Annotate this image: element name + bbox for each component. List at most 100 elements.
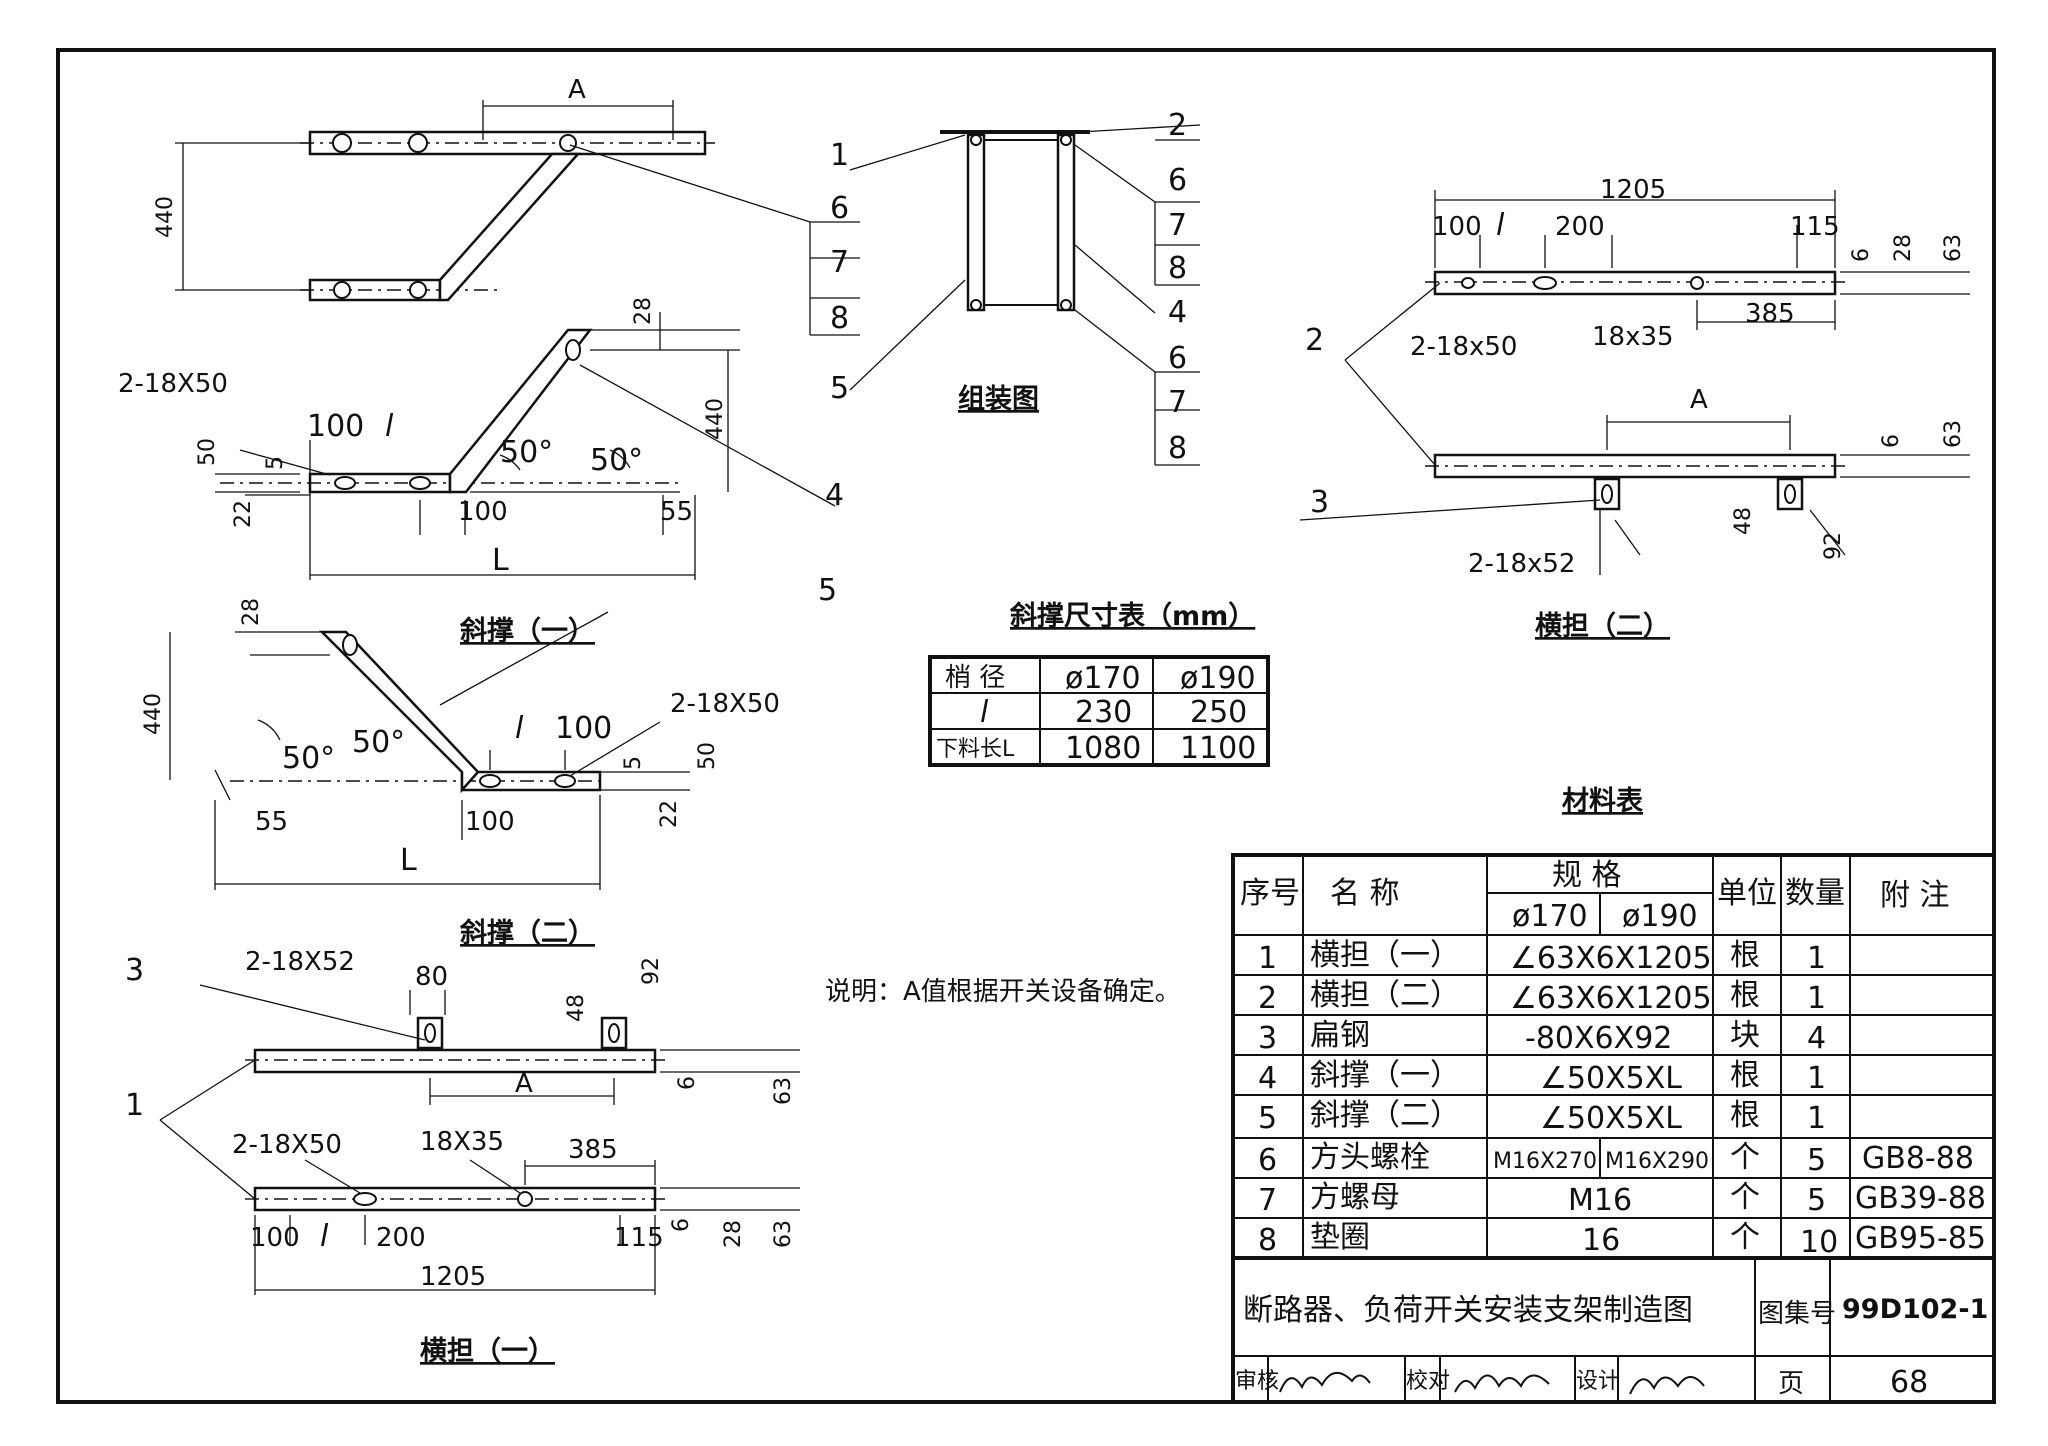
brace1-dim-l: l bbox=[385, 409, 394, 444]
brace-table bbox=[928, 655, 1270, 767]
table-row: 7 方螺母 M16 个 5 GB39-88 bbox=[1258, 1180, 1986, 1218]
crossarm2-dim-385: 385 bbox=[1745, 299, 1795, 329]
material-table-grid bbox=[1231, 853, 1996, 1260]
mt-row-spec: 16 bbox=[1582, 1223, 1620, 1258]
title-block bbox=[1231, 1256, 1996, 1404]
callout-8-b: 8 bbox=[1168, 251, 1187, 286]
mt-h-name: 名 称 bbox=[1330, 876, 1400, 911]
brace-table-head-0: 梢 径 bbox=[945, 663, 1005, 693]
crossarm1-dim-6b: 6 bbox=[669, 1218, 694, 1232]
crossarm2-dim-6: 6 bbox=[1849, 248, 1874, 262]
callout-7-a: 7 bbox=[830, 245, 849, 280]
mt-row-name: 方螺母 bbox=[1310, 1180, 1400, 1215]
crossarm2-dim-63: 63 bbox=[1941, 234, 1966, 262]
mt-h-qty: 数量 bbox=[1785, 876, 1845, 911]
crossarm2-dim-100: 100 bbox=[1432, 212, 1482, 242]
atlas-label: 图集号 bbox=[1758, 1299, 1836, 1329]
review-label: 审核 bbox=[1235, 1369, 1279, 1394]
brace2-dim-440: 440 bbox=[141, 693, 166, 735]
mt-row-remark: GB39-88 bbox=[1855, 1181, 1986, 1216]
table-row: 6 方头螺栓 M16X270 M16X290 个 5 GB8-88 bbox=[1258, 1140, 1974, 1178]
brace1-dim-100b: 100 bbox=[458, 497, 508, 527]
mt-row-unit: 个 bbox=[1730, 1180, 1760, 1215]
crossarm1-dim-80: 80 bbox=[415, 962, 448, 992]
mt-row-qty: 5 bbox=[1807, 1183, 1826, 1218]
callout-7-c: 7 bbox=[1168, 385, 1187, 420]
callout-6-a: 6 bbox=[830, 191, 849, 226]
brace1-dim-28: 28 bbox=[631, 297, 656, 325]
atlas-no: 99D102-1 bbox=[1842, 1294, 1988, 1325]
brace2-title: 斜撑（二） bbox=[459, 918, 595, 949]
callout-6-b: 6 bbox=[1168, 163, 1187, 198]
crossarm1-dim-A: A bbox=[515, 1069, 533, 1099]
callout-2-a: 2 bbox=[1168, 108, 1187, 143]
crossarm1-hole52: 2-18X52 bbox=[245, 947, 355, 977]
brace2-detail bbox=[169, 611, 690, 890]
mt-h-spec: 规 格 bbox=[1552, 858, 1622, 893]
crossarm2-dim-A: A bbox=[1690, 385, 1708, 415]
crossarm2-dim-l: l bbox=[1496, 208, 1505, 243]
crossarm1-dim-63: 63 bbox=[771, 1077, 796, 1105]
brace1-title: 斜撑（一） bbox=[459, 616, 595, 647]
crossarm1-dim-115: 115 bbox=[614, 1223, 664, 1253]
crossarm1-dim-28: 28 bbox=[721, 1220, 746, 1248]
mt-row-unit: 根 bbox=[1730, 1058, 1760, 1093]
brace1-ang-b: 50° bbox=[590, 443, 643, 478]
mt-row-name: 斜撑（一） bbox=[1310, 1058, 1460, 1093]
brace2-hole-label: 2-18X50 bbox=[670, 689, 780, 719]
material-table-title: 材料表 bbox=[1562, 786, 1643, 817]
table-row: 5 斜撑（二） ∠50X5XL 根 1 bbox=[1258, 1098, 1826, 1136]
crossarm1-detail bbox=[159, 984, 800, 1295]
callout-5-b: 5 bbox=[830, 371, 849, 406]
mt-row-spec: -80X6X92 bbox=[1525, 1021, 1672, 1056]
page-no: 68 bbox=[1890, 1365, 1928, 1400]
mt-row-name: 垫圈 bbox=[1310, 1220, 1370, 1255]
brace2-dim-100b: 100 bbox=[465, 807, 515, 837]
brace-table-r0-c0: l bbox=[980, 695, 989, 730]
brace-table-head-1: ø170 bbox=[1065, 661, 1141, 696]
mt-row-unit: 块 bbox=[1730, 1018, 1760, 1053]
crossarm1-dim-200: 200 bbox=[376, 1223, 426, 1253]
crossarm2-hole35: 18x35 bbox=[1592, 322, 1674, 352]
crossarm2-dim-6b: 6 bbox=[1879, 434, 1904, 448]
mt-row-unit: 根 bbox=[1730, 1098, 1760, 1133]
mt-row-spec: M16 bbox=[1568, 1183, 1632, 1218]
mt-row-name: 扁钢 bbox=[1310, 1018, 1370, 1053]
callout-8-c: 8 bbox=[1168, 431, 1187, 466]
mt-h-unit: 单位 bbox=[1717, 876, 1777, 911]
callout-1-a: 1 bbox=[125, 1088, 144, 1123]
crossarm1-dim-63b: 63 bbox=[771, 1220, 796, 1248]
mt-row-unit: 个 bbox=[1730, 1220, 1760, 1255]
mt-row-spec: ∠50X5XL bbox=[1540, 1061, 1682, 1096]
check-label: 校对 bbox=[1406, 1369, 1450, 1394]
callout-4-b: 4 bbox=[1168, 295, 1187, 330]
mt-row-name: 方头螺栓 bbox=[1310, 1140, 1430, 1175]
callout-3-b: 3 bbox=[1310, 485, 1329, 520]
mt-row-qty: 10 bbox=[1800, 1225, 1838, 1260]
crossarm2-title: 横担（二） bbox=[1535, 611, 1670, 642]
crossarm2-hole52: 2-18x52 bbox=[1468, 549, 1575, 579]
mt-row-unit: 个 bbox=[1730, 1140, 1760, 1175]
mt-row-unit: 根 bbox=[1730, 978, 1760, 1013]
brace2-dim-55: 55 bbox=[255, 807, 288, 837]
brace-table-r0-c1: 230 bbox=[1075, 695, 1132, 730]
mt-row-unit: 根 bbox=[1730, 938, 1760, 973]
callout-8-a: 8 bbox=[830, 301, 849, 336]
brace1-dim-100: 100 bbox=[307, 409, 364, 444]
table-row: 3 扁钢 -80X6X92 块 4 bbox=[1258, 1018, 1826, 1056]
brace-table-title: 斜撑尺寸表（mm） bbox=[1009, 601, 1255, 632]
crossarm1-dim-48: 48 bbox=[564, 994, 589, 1022]
brace2-dim-50: 50 bbox=[695, 742, 720, 770]
crossarm1-dim-6: 6 bbox=[675, 1076, 700, 1090]
callout-5-a: 5 bbox=[818, 573, 837, 608]
mt-row-qty: 1 bbox=[1807, 941, 1826, 976]
table-row: 8 垫圈 16 个 10 GB95-85 bbox=[1258, 1220, 1986, 1260]
callout-6-c: 6 bbox=[1168, 341, 1187, 376]
crossarm1-hole50: 2-18X50 bbox=[232, 1130, 342, 1160]
callout-4-a: 4 bbox=[825, 478, 844, 513]
crossarm1-dim-385: 385 bbox=[568, 1135, 618, 1165]
brace1-dim-L: L bbox=[492, 543, 509, 578]
drawing-note: 说明：A值根据开关设备确定。 bbox=[825, 977, 1181, 1007]
mt-row-spec-b: M16X290 bbox=[1605, 1149, 1709, 1174]
